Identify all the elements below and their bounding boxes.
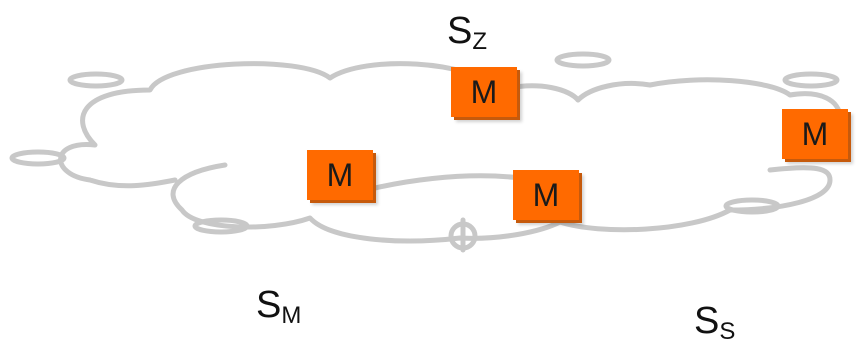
connector-ellipse-bottom-right xyxy=(723,197,781,215)
connector-ellipse-far-left xyxy=(9,149,67,167)
node-m-top: M xyxy=(451,67,517,117)
cloud-right-outline xyxy=(327,77,843,233)
label-ss-sub: S xyxy=(719,318,736,345)
label-sm: SM xyxy=(256,286,301,328)
node-m-top-label: M xyxy=(470,73,498,110)
node-m-middle-label: M xyxy=(532,176,560,213)
node-m-left-label: M xyxy=(326,156,354,193)
node-m-middle: M xyxy=(513,170,579,220)
label-sz-main: S xyxy=(447,10,473,52)
node-m-left: M xyxy=(307,150,373,200)
connector-ellipse-right xyxy=(782,71,840,89)
label-ss-main: S xyxy=(694,300,720,342)
label-sm-main: S xyxy=(256,284,282,326)
connector-ellipse-top xyxy=(554,51,612,69)
label-sm-sub: M xyxy=(281,302,302,329)
label-sz: SZ xyxy=(447,12,487,54)
node-m-right-label: M xyxy=(801,115,829,152)
label-sz-sub: Z xyxy=(472,28,488,55)
node-m-right: M xyxy=(782,109,848,159)
connector-ellipse-bottom-left xyxy=(192,217,250,235)
label-ss: SS xyxy=(694,302,735,344)
connector-ellipse-left xyxy=(67,71,125,89)
